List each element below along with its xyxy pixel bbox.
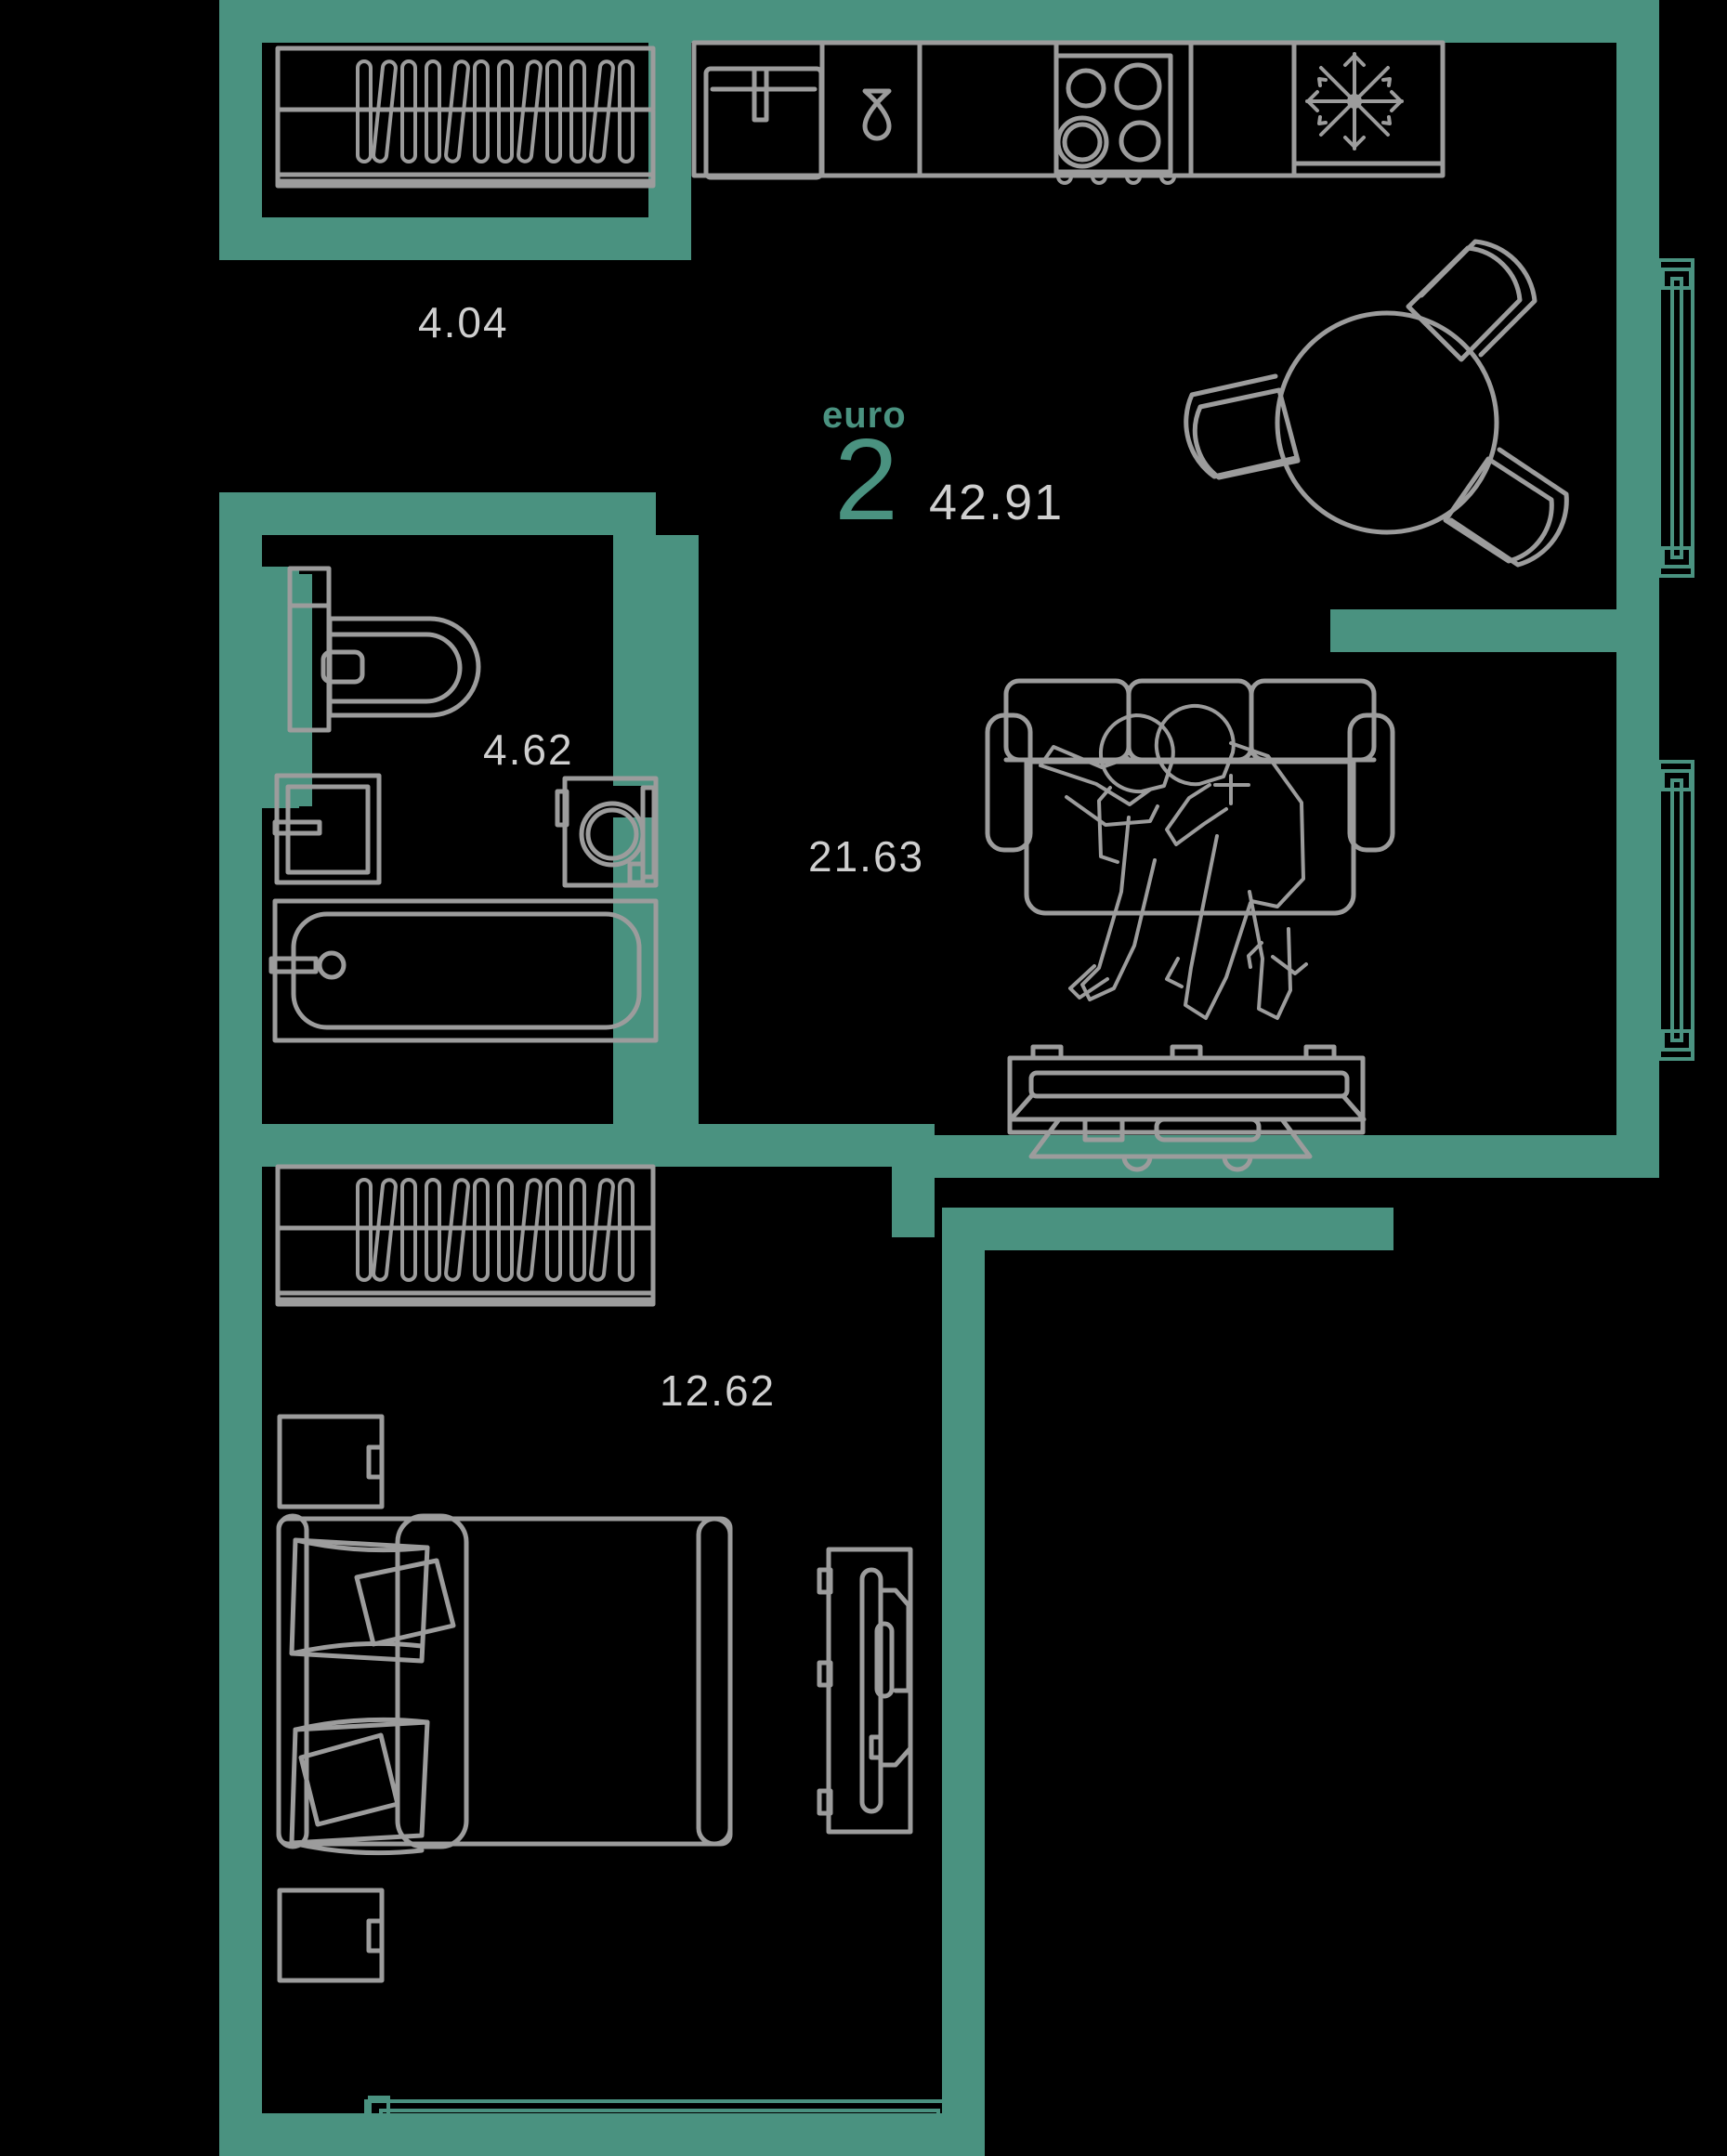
window-bedroom-bottom bbox=[364, 2096, 962, 2135]
furniture-group bbox=[268, 40, 1569, 1983]
wall-corridor-bottom bbox=[656, 1124, 935, 1167]
room-area-hallway: 4.04 bbox=[418, 298, 509, 346]
bed-headboard bbox=[276, 1513, 309, 1849]
wall-hall-bottom bbox=[219, 217, 691, 260]
wardrobe-hall bbox=[275, 46, 656, 189]
wall-bath-right-lower bbox=[613, 817, 656, 1161]
wall-living-bottom-right bbox=[1330, 1135, 1659, 1178]
window-living-lower bbox=[1657, 760, 1694, 1061]
wall-left-hall bbox=[219, 0, 262, 260]
wall-hall-right bbox=[648, 43, 691, 256]
person-right-figure bbox=[1154, 703, 1308, 1020]
pillows bbox=[289, 1537, 456, 1856]
wardrobe-bedroom bbox=[275, 1164, 656, 1307]
nightstand-top bbox=[277, 1414, 385, 1509]
wall-bath-niche bbox=[279, 574, 312, 806]
washing-machine bbox=[555, 776, 659, 888]
wall-top-outer bbox=[219, 0, 1659, 43]
wall-right-lower bbox=[1616, 652, 1659, 1135]
kitchen-sink bbox=[703, 66, 824, 180]
refrigerator-snowflake-icon bbox=[1305, 52, 1404, 150]
dining-chair-top bbox=[1406, 239, 1537, 362]
total-area-label: 42.91 bbox=[929, 475, 1065, 530]
window-living-upper bbox=[1657, 258, 1694, 578]
dishwasher-icon bbox=[862, 88, 892, 141]
bathtub bbox=[268, 898, 659, 1043]
room-area-living: 21.63 bbox=[808, 832, 925, 881]
window-bedroom-upper bbox=[948, 1419, 985, 1702]
person-left-figure bbox=[1039, 713, 1175, 1001]
toilet-cistern bbox=[287, 566, 332, 733]
washbasin bbox=[272, 773, 382, 885]
window-bedroom-lower bbox=[948, 1810, 985, 2092]
dining-chair-right bbox=[1443, 447, 1569, 568]
wall-left-outer bbox=[219, 492, 262, 2156]
wall-bath-bottom bbox=[262, 1124, 708, 1167]
windows-group bbox=[364, 7, 1694, 2135]
tv-console bbox=[1007, 1044, 1367, 1172]
wall-right-upper bbox=[1616, 43, 1659, 609]
window-kitchen-top bbox=[704, 7, 1284, 35]
refrigerator-cabinet bbox=[1291, 40, 1446, 178]
wall-living-right-step bbox=[1330, 609, 1659, 652]
nightstand-bottom bbox=[277, 1888, 385, 1983]
dining-chair-left bbox=[1184, 373, 1301, 480]
dresser bbox=[817, 1547, 913, 1835]
double-bed bbox=[276, 1513, 733, 1856]
walls-group bbox=[219, 0, 1659, 2156]
sofa-arm-right bbox=[1347, 712, 1395, 853]
dining-table bbox=[1275, 310, 1499, 535]
room-area-bedroom: 12.62 bbox=[660, 1366, 777, 1415]
room-area-bathroom: 4.62 bbox=[483, 725, 574, 774]
sofa bbox=[985, 678, 1395, 916]
wall-balcony-top bbox=[985, 1208, 1393, 1250]
sofa-arm-left bbox=[985, 712, 1033, 853]
wall-bath-right-upper bbox=[613, 535, 656, 786]
toilet bbox=[287, 566, 481, 733]
wall-corridor bbox=[656, 535, 699, 1163]
room-count-label: 2 bbox=[834, 416, 898, 544]
wall-bath-top bbox=[219, 492, 656, 535]
cooktop bbox=[1053, 53, 1176, 185]
layout-type-label: euro bbox=[822, 395, 907, 436]
